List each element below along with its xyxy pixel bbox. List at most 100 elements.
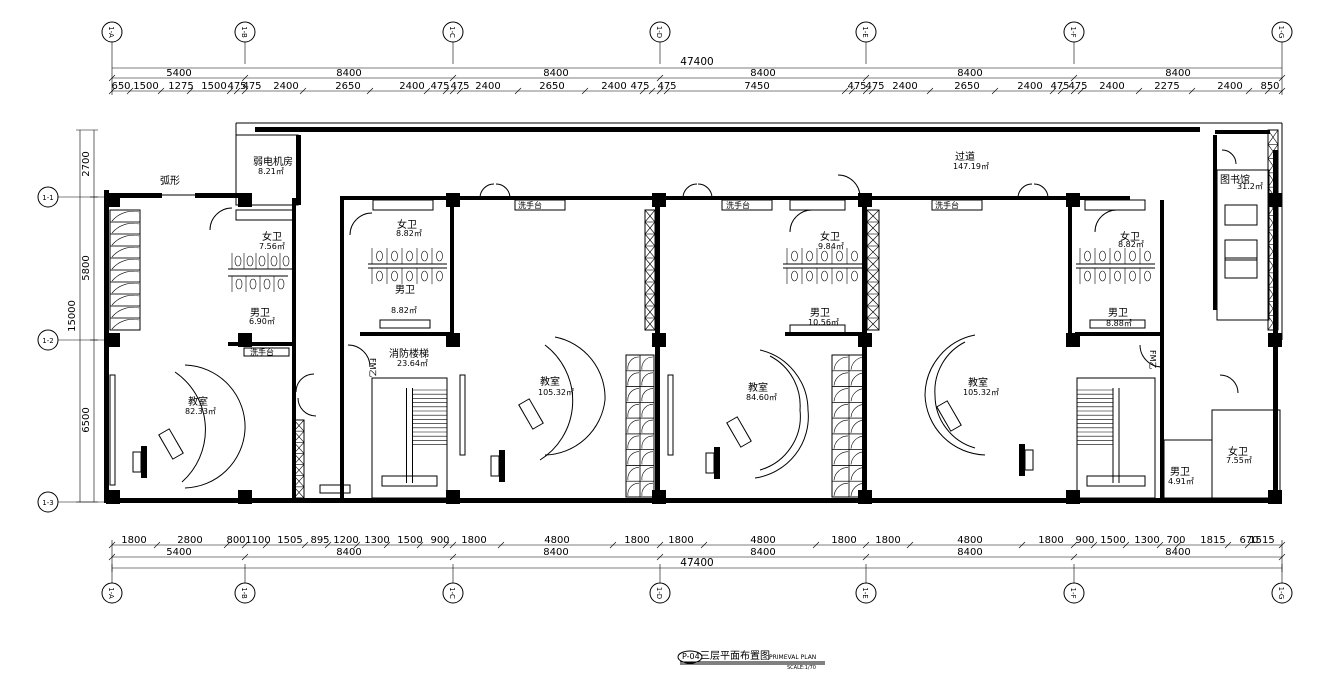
sink-label: 洗手台: [935, 200, 959, 210]
room-labels: 弧形 弱电机房 8.21㎡ 过道 147.19㎡ 图书馆 31.2㎡ 女卫 7.…: [160, 150, 1263, 486]
room-area-wc-f5: 7.55㎡: [1226, 456, 1252, 465]
bottom-dim-detail: 1300: [1134, 535, 1159, 546]
axis-label: 1-B: [240, 26, 248, 38]
top-dim-detail: 475: [430, 81, 449, 92]
door-tag: FM乙: [1148, 350, 1157, 370]
room-name-wc-m4: 男卫: [1108, 307, 1128, 319]
bottom-dim-detail: 895: [310, 535, 329, 546]
axis-label: 1-C: [448, 587, 456, 599]
axis-label: 1-1: [42, 194, 53, 202]
top-dim-detail: 2400: [399, 81, 424, 92]
room-name-weak-current: 弱电机房: [253, 155, 293, 168]
room-area-library: 31.2㎡: [1237, 182, 1263, 191]
axis-bubbles-left: 1-1 1-2 1-3: [37, 186, 104, 513]
top-dim-bay: 8400: [750, 68, 775, 79]
room-area-classroom-3: 84.60㎡: [746, 393, 777, 402]
room-name-wc-m2: 男卫: [395, 284, 415, 296]
top-dim-detail: 7450: [744, 81, 769, 92]
classroom-arc-walls: [174, 334, 986, 489]
left-dimension-chain: 2700 5800 6500 15000: [67, 129, 98, 503]
room-area-wc-m5: 4.91㎡: [1168, 477, 1194, 486]
top-dim-bay: 8400: [957, 68, 982, 79]
room-name-wc-f2: 女卫: [397, 218, 417, 231]
building-walls: [104, 122, 1283, 504]
room-name-arc: 弧形: [160, 174, 180, 187]
top-dim-detail: 475: [1050, 81, 1069, 92]
bottom-dim-detail: 1800: [875, 535, 900, 546]
room-name-wc-f4: 女卫: [1120, 230, 1140, 243]
room-area-corridor: 147.19㎡: [953, 162, 989, 171]
bottom-dim-detail: 4800: [544, 535, 569, 546]
axis-label: 1-D: [655, 26, 663, 38]
top-dim-detail: 475: [657, 81, 676, 92]
axis-label: 1-G: [1277, 26, 1285, 39]
bottom-dim-detail: 1800: [831, 535, 856, 546]
axis-label: 1-A: [107, 26, 115, 38]
top-dim-detail: 1275: [168, 81, 193, 92]
bottom-dim-detail: 1800: [461, 535, 486, 546]
axis-label: 1-E: [861, 587, 869, 598]
top-dim-detail: 650: [111, 81, 130, 92]
bottom-dim-detail: 4800: [957, 535, 982, 546]
room-area-wc-m1: 6.90㎡: [249, 317, 275, 326]
room-area-wc-m2: 8.82㎡: [391, 306, 417, 315]
room-name-classroom-1: 教室: [188, 395, 208, 408]
top-dim-detail: 2400: [273, 81, 298, 92]
bottom-dim-detail: 800: [226, 535, 245, 546]
bottom-dim-detail: 1815: [1200, 535, 1225, 546]
left-dim-part-1: 2700: [81, 151, 92, 176]
room-area-wc-m4: 8.88㎡: [1106, 319, 1132, 328]
axis-label: 1-3: [42, 499, 53, 507]
room-name-library: 图书馆: [1220, 173, 1250, 186]
top-dim-overall: 47400: [680, 56, 713, 68]
bottom-dim-detail: 1515: [1249, 535, 1274, 546]
bottom-dim-detail: 1500: [397, 535, 422, 546]
top-dim-detail: 475: [1068, 81, 1087, 92]
bottom-dim-detail: 670: [1239, 535, 1258, 546]
room-name-corridor: 过道: [955, 150, 975, 163]
bottom-dim-detail: 900: [1075, 535, 1094, 546]
top-dim-detail: 2400: [475, 81, 500, 92]
room-name-classroom-3: 教室: [748, 381, 768, 394]
axis-label: 1-C: [448, 26, 456, 38]
bottom-dim-detail: 1300: [364, 535, 389, 546]
storage-cabinets: [109, 129, 1279, 499]
drawing-scale: SCALE:1/70: [787, 665, 816, 671]
room-name-wc-m5: 男卫: [1170, 466, 1190, 478]
left-dim-overall: 15000: [67, 300, 78, 332]
room-name-fire-stair: 消防楼梯: [389, 347, 429, 360]
top-dim-bay: 8400: [1165, 68, 1190, 79]
room-area-weak-current: 8.21㎡: [258, 167, 284, 176]
bottom-dim-detail: 900: [430, 535, 449, 546]
room-name-wc-f3: 女卫: [820, 230, 840, 243]
room-area-classroom-1: 82.33㎡: [185, 407, 216, 416]
drawing-badge: P-04: [682, 652, 700, 661]
top-dim-detail: 2400: [892, 81, 917, 92]
bottom-dim-detail: 4800: [750, 535, 775, 546]
drawing-title-en: PRIMEVAL PLAN: [769, 654, 816, 661]
room-name-classroom-4: 教室: [968, 376, 988, 389]
axis-label: 1-2: [42, 337, 53, 345]
top-dim-detail: 2650: [954, 81, 979, 92]
top-dim-bay: 5400: [166, 68, 191, 79]
top-dim-detail: 1500: [133, 81, 158, 92]
room-area-wc-f2: 8.82㎡: [396, 229, 422, 238]
top-dim-detail: 2400: [1017, 81, 1042, 92]
top-dim-detail: 475: [630, 81, 649, 92]
room-name-wc-f5: 女卫: [1228, 445, 1248, 458]
bottom-dim-detail: 1800: [668, 535, 693, 546]
bottom-dim-detail: 700: [1166, 535, 1185, 546]
axis-label: 1-B: [240, 587, 248, 599]
stairs: [371, 377, 1156, 499]
top-dim-detail: 2650: [335, 81, 360, 92]
bottom-dim-bay: 8400: [336, 547, 361, 558]
sink-label: 洗手台: [250, 347, 274, 357]
top-dim-detail: 2400: [601, 81, 626, 92]
room-name-wc-f1: 女卫: [262, 230, 282, 243]
top-dim-detail: 850: [1260, 81, 1279, 92]
